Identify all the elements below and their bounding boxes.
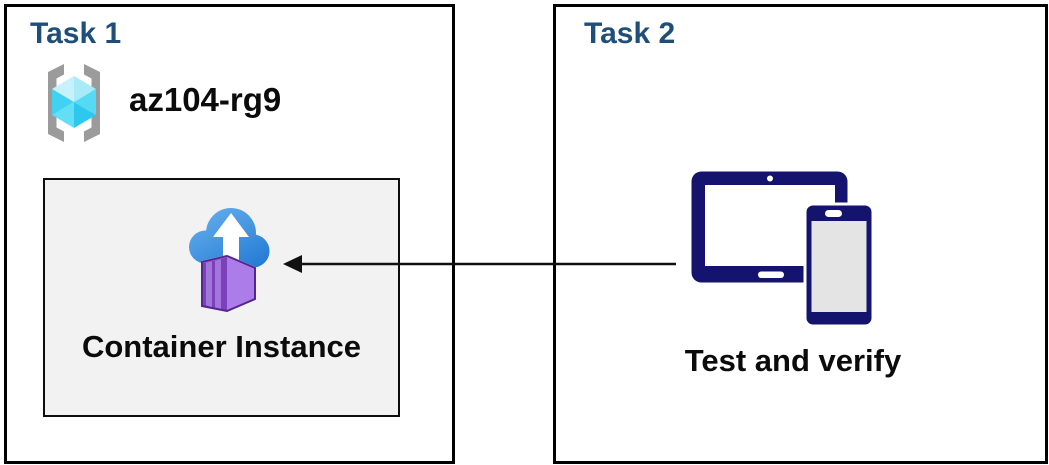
container-instance-icon (189, 208, 270, 312)
container-cube (201, 254, 256, 312)
tablet-phone-icon (691, 171, 874, 328)
phone-speaker (825, 210, 842, 217)
container-instance-label: Container Instance (81, 329, 362, 364)
task2-box: Task 2 Test and verify (553, 4, 1048, 464)
upload-arrow (213, 213, 249, 266)
phone (803, 202, 874, 328)
tablet-home-button (758, 271, 784, 278)
tablet-camera-dot (767, 175, 773, 182)
container-instance-box: Container Instance (43, 178, 400, 417)
resource-group-icon (48, 64, 100, 142)
resource-group-name: az104-rg9 (129, 81, 282, 118)
task2-title: Task 2 (584, 17, 676, 50)
devices-label: Test and verify (684, 343, 902, 378)
cloud-shape (189, 208, 270, 268)
cube (52, 76, 96, 128)
task1-title: Task 1 (30, 17, 122, 50)
task1-box: Task 1 az104-rg9 (4, 4, 455, 464)
